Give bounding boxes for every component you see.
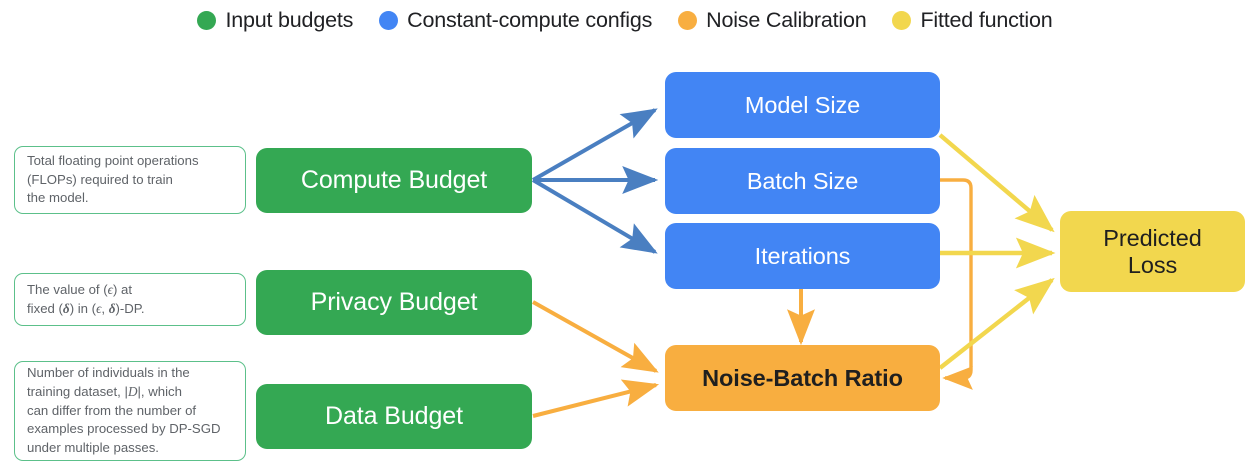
node-iterations[interactable]: Iterations — [665, 223, 940, 289]
legend-dot-orange-icon — [678, 10, 698, 30]
node-predicted-loss[interactable]: Predicted Loss — [1060, 211, 1245, 292]
note-privacy-epsilon-2: ϵ — [96, 300, 102, 316]
node-noise-batch-ratio[interactable]: Noise-Batch Ratio — [665, 345, 940, 411]
note-compute-line-2: (FLOPs) required to train — [27, 171, 173, 187]
edge-batch-size-loop-to-noise-batch-ratio — [940, 178, 973, 390]
note-data-line-5: under multiple passes. — [27, 440, 159, 456]
node-compute-budget[interactable]: Compute Budget — [256, 148, 532, 213]
legend-label-input-budgets: Input budgets — [225, 7, 354, 32]
legend-dot-green-icon — [197, 10, 217, 30]
note-privacy-delta-2: δ — [108, 300, 116, 316]
note-privacy-delta-1: δ — [62, 300, 70, 316]
note-privacy-epsilon-1: ϵ — [107, 281, 113, 297]
node-predicted-loss-line-2: Loss — [1127, 251, 1178, 278]
edge-data-to-noise-batch-ratio — [532, 379, 660, 418]
legend-label-noise-calibration: Noise Calibration — [706, 7, 867, 32]
note-data-line-2: training dataset, |D|, which — [27, 383, 221, 402]
node-model-size[interactable]: Model Size — [665, 72, 940, 138]
note-privacy-seg-6: )-DP. — [115, 300, 145, 316]
edges-budgets-to-noise-batch-ratio — [532, 300, 660, 418]
note-privacy-seg-2: ) at — [112, 281, 133, 297]
edge-privacy-to-noise-batch-ratio — [532, 300, 659, 373]
node-data-budget[interactable]: Data Budget — [256, 384, 532, 449]
edge-compute-to-model-size — [532, 108, 658, 182]
note-compute-line-1: Total floating point operations — [27, 152, 199, 168]
legend-item-input-budgets: Input budgets — [197, 8, 353, 33]
edge-model-size-to-predicted-loss — [938, 133, 1055, 233]
note-privacy-budget: The value of (ϵ) at fixed (δ) in (ϵ, δ)-… — [14, 273, 246, 326]
note-data-line-3: can differ from the number of — [27, 402, 197, 418]
legend-item-noise-calibration: Noise Calibration — [678, 7, 867, 33]
edges-compute-to-configs — [531, 108, 659, 254]
legend-item-constant-compute-configs: Constant-compute configs — [379, 8, 652, 33]
legend-dot-yellow-icon — [892, 10, 912, 30]
note-compute-line-3: the model. — [27, 190, 89, 206]
edges-to-predicted-loss — [938, 133, 1056, 370]
node-predicted-loss-line-1: Predicted — [1103, 224, 1202, 251]
edge-noise-batch-ratio-to-predicted-loss — [938, 277, 1055, 370]
legend-label-fitted-function: Fitted function — [920, 7, 1053, 32]
note-privacy-seg-5: , — [101, 300, 109, 316]
note-compute-budget: Total floating point operations (FLOPs) … — [14, 146, 246, 214]
node-batch-size[interactable]: Batch Size — [665, 148, 940, 214]
note-data-dataset-symbol: D — [127, 383, 138, 399]
note-data-seg-a: training dataset, | — [27, 383, 128, 399]
node-privacy-budget[interactable]: Privacy Budget — [256, 270, 532, 335]
note-privacy-seg-1: The value of ( — [27, 281, 108, 297]
note-privacy-seg-3: fixed ( — [27, 300, 63, 316]
legend: Input budgets Constant-compute configs N… — [0, 2, 1250, 38]
legend-label-constant-compute-configs: Constant-compute configs — [407, 7, 653, 32]
note-data-line-4: examples processed by DP-SGD — [27, 421, 221, 437]
note-data-line-1: Number of individuals in the — [27, 365, 190, 381]
note-data-seg-b: |, which — [137, 383, 182, 399]
edge-compute-to-iterations — [531, 178, 658, 254]
note-privacy-seg-4: ) in ( — [69, 300, 97, 316]
note-privacy-line-1: The value of (ϵ) at — [27, 281, 145, 300]
note-data-budget: Number of individuals in the training da… — [14, 361, 246, 461]
legend-dot-blue-icon — [379, 10, 399, 30]
legend-item-fitted-function: Fitted function — [892, 7, 1053, 33]
note-privacy-line-2: fixed (δ) in (ϵ, δ)-DP. — [27, 300, 145, 319]
